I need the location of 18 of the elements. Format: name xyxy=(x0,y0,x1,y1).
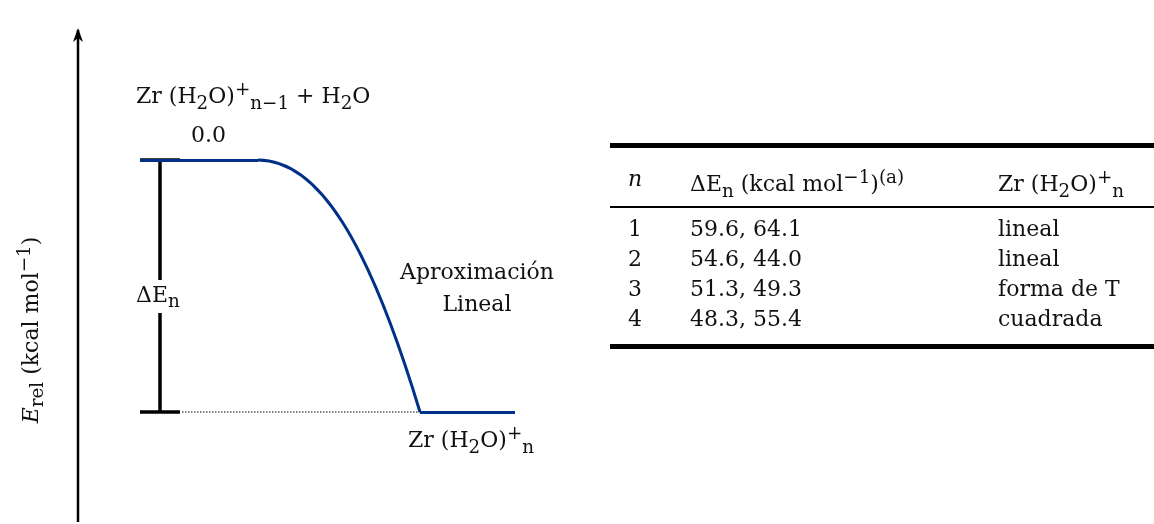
energy-value: 51.3, 49.3 xyxy=(690,275,802,301)
row-number: 1 xyxy=(628,215,642,241)
geometry-label: forma de T xyxy=(998,275,1120,301)
energy-value: 59.6, 64.1 xyxy=(690,215,802,241)
energy-curve xyxy=(257,158,422,413)
row-number: 3 xyxy=(628,275,642,301)
energy-value: 0.0 xyxy=(191,122,226,147)
species-formula: Zr (H$_{2}$O)$^{+}$$_{n−1}$ + H$_{2}$O xyxy=(136,78,371,113)
geometry-label: lineal xyxy=(998,245,1060,271)
energy-value: 48.3, 55.4 xyxy=(690,305,802,331)
energy-value: 54.6, 44.0 xyxy=(690,245,802,271)
dimension-label: ΔE$_{n}$ xyxy=(136,280,180,314)
geometry-label: lineal xyxy=(998,215,1060,241)
row-number: 2 xyxy=(628,245,642,271)
geometry-label: cuadrada xyxy=(998,305,1103,331)
row-number: 4 xyxy=(628,305,642,331)
table-header: ΔE$_{n}$ (kcal mol$^{−1}$)$^{(a)}$ xyxy=(690,166,905,201)
table-header: n xyxy=(628,166,643,191)
